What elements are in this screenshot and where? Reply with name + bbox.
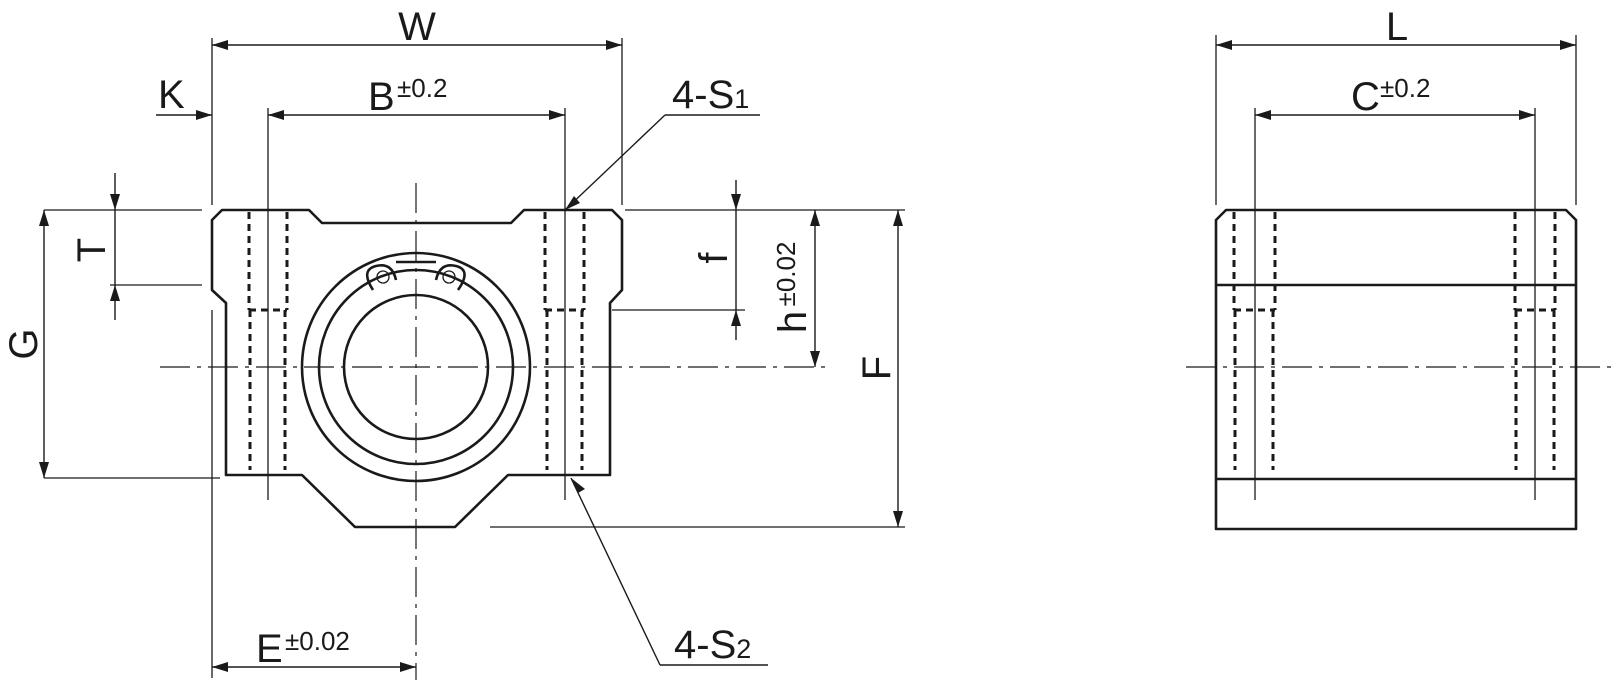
dim-C-tolerance: ±0.2 — [1380, 73, 1430, 103]
dim-S1-label: 4-S1 — [672, 73, 749, 117]
retaining-ring — [365, 260, 466, 291]
leader-S1-line — [564, 114, 666, 211]
dim-K-label: K — [158, 73, 185, 117]
dim-E-label: E — [256, 627, 283, 671]
side-dimensions: L C ±0.2 — [1215, 5, 1577, 205]
dim-L-label: L — [1386, 5, 1408, 49]
dim-f-label: f — [692, 252, 736, 264]
front-dimensions: W B ±0.2 K 4-S1 T G f h — [2, 5, 905, 678]
front-view — [160, 108, 830, 680]
side-hidden-holes — [1232, 212, 1557, 470]
dim-B-label: B — [368, 75, 395, 119]
dim-W-label: W — [398, 5, 436, 49]
dim-h-label: h — [771, 311, 815, 333]
dim-G-label: G — [2, 328, 46, 359]
dim-h-tolerance: ±0.02 — [771, 242, 801, 307]
dim-C-label: C — [1351, 75, 1380, 119]
dim-E-tolerance: ±0.02 — [285, 626, 350, 656]
leader-S2-line — [570, 477, 661, 666]
side-view — [1186, 108, 1612, 531]
front-hidden-holes — [247, 212, 586, 470]
dim-T-label: T — [70, 238, 114, 262]
dim-B-tolerance: ±0.2 — [397, 73, 447, 103]
dim-S2-label: 4-S2 — [674, 623, 751, 667]
side-housing-outline — [1214, 208, 1578, 531]
dim-F-label: F — [855, 356, 899, 380]
front-housing-outline — [210, 208, 624, 529]
